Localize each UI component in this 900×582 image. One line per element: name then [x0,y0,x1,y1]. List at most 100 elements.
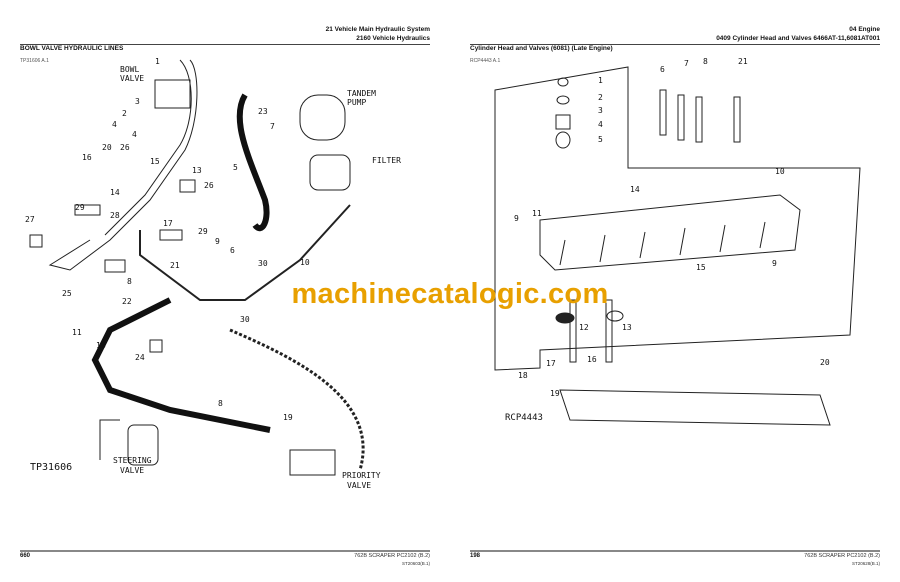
gasket-shape [559,389,831,426]
page-title: BOWL VALVE HYDRAULIC LINES [20,45,124,52]
callout: 16 [587,355,597,364]
callout: 4 [132,130,137,139]
left-page: 21 Vehicle Main Hydraulic System 2160 Ve… [20,25,430,567]
figure-ref: RCP4443 A.1 [470,58,501,64]
callout: 14 [630,185,640,194]
bowl-valve-diagram: BOWL VALVE TANDEM PUMP FILTER STEERING V… [25,57,401,490]
callout: 1 [598,76,603,85]
label-steering-valve: VALVE [120,466,144,475]
callout: 2 [598,93,603,102]
callout: 15 [150,157,160,166]
watermark: machinecatalogic.com [291,278,609,310]
callout: 18 [518,371,528,380]
callout: 10 [775,167,785,176]
footer-code: ST20628(B.1) [851,561,880,566]
callout: 21 [170,261,180,270]
subsection-title: 2160 Vehicle Hydraulics [356,35,430,42]
section-header: 04 Engine 0409 Cylinder Head and Valves … [716,25,880,43]
callout: 9 [215,237,220,246]
callout: 10 [300,258,310,267]
callout: 12 [579,323,589,332]
label-bowl: BOWL [120,65,139,74]
callout: 8 [703,57,708,66]
callout: 5 [233,163,238,172]
tandem-pump-shape [299,94,346,141]
callouts: 1 2 3 4 5 6 7 8 21 10 14 9 11 12 13 15 9… [514,57,830,398]
priority-valve-shape [289,449,336,476]
footer-model: 762B SCRAPER PC2102 (B.2) [354,553,430,559]
callout: 28 [110,211,120,220]
callout: 24 [135,353,145,362]
callout: 1 [155,57,160,66]
steering-valve-shape [127,424,159,466]
figure-id: RCP4443 [505,413,543,423]
callout: 11 [532,209,542,218]
figure-outline [494,66,861,371]
callout: 7 [684,59,689,68]
callout: 19 [550,389,560,398]
callout: 6 [230,246,235,255]
footer: 762B SCRAPER PC2102 (B.2) ST20603(B.1) [354,553,430,567]
label-priority-valve: VALVE [347,481,371,490]
callout: 8 [127,277,132,286]
callout: 9 [772,259,777,268]
callout: 20 [820,358,830,367]
callout: 30 [240,315,250,324]
callout: 4 [598,120,603,129]
page-number: 198 [470,553,481,559]
right-page: 04 Engine 0409 Cylinder Head and Valves … [450,0,900,582]
label-priority: PRIORITY [342,471,381,480]
footer: 762B SCRAPER PC2102 (B.2) ST20628(B.1) [804,553,880,567]
section-title: 04 Engine [849,26,880,33]
callout: 18 [96,341,106,350]
label-steering: STEERING [113,456,152,465]
callout: 26 [120,143,130,152]
callout: 17 [546,359,556,368]
footer-rule [470,550,880,552]
callout: 3 [135,97,140,106]
callout: 7 [270,122,275,131]
section-header: 21 Vehicle Main Hydraulic System 2160 Ve… [326,25,430,43]
callout: 3 [598,106,603,115]
callout: 14 [110,188,120,197]
callout: 29 [75,203,85,212]
callout: 15 [696,263,706,272]
footer-code: ST20603(B.1) [401,561,430,566]
callout: 5 [598,135,603,144]
callout: 11 [72,328,82,337]
callout: 17 [163,219,173,228]
callout: 2 [122,109,127,118]
callout: 16 [82,153,92,162]
callout: 26 [204,181,214,190]
label-pump: PUMP [347,98,366,107]
callout: 13 [622,323,632,332]
figure-ref: TP31606 A.1 [20,58,49,64]
bowl-valve-shape [154,79,191,109]
cylinder-head-shape [539,194,801,271]
cylinder-head-diagram: RCP4443 1 2 3 4 5 6 7 8 21 10 14 9 11 12… [494,57,861,426]
callout: 20 [102,143,112,152]
callout: 27 [25,215,35,224]
figure-id: TP31606 [30,462,72,473]
callout: 30 [258,259,268,268]
callout: 29 [198,227,208,236]
page-title: Cylinder Head and Valves (6081) (Late En… [470,45,613,52]
label-bowl-valve: VALVE [120,74,144,83]
section-title: 21 Vehicle Main Hydraulic System [325,26,430,33]
callout: 23 [258,107,268,116]
callout: 6 [660,65,665,74]
callout: 9 [514,214,519,223]
page-number: 660 [20,553,31,559]
callout: 22 [122,297,132,306]
header-rule [470,44,880,45]
footer-rule [20,550,430,552]
subsection-title: 0409 Cylinder Head and Valves 6466AT-11,… [716,35,880,42]
filter-shape [309,154,351,191]
callout: 19 [283,413,293,422]
callout: 21 [738,57,748,66]
label-tandem: TANDEM [347,89,376,98]
callout: 4 [112,120,117,129]
label-filter: FILTER [372,156,401,165]
callout: 8 [218,399,223,408]
callout: 13 [192,166,202,175]
